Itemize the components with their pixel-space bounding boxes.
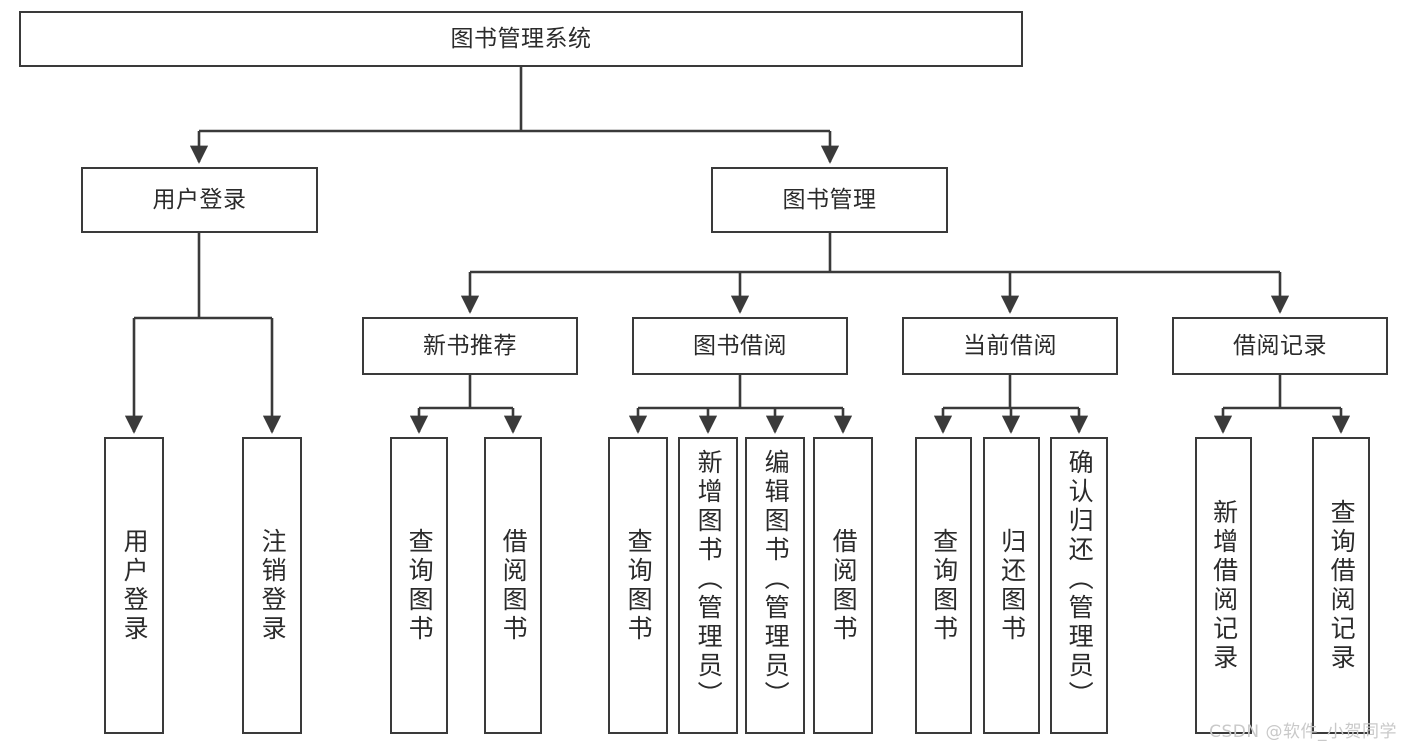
leaf-query-book-3[interactable]: 查询图书 (915, 437, 972, 734)
node-user-login[interactable]: 用户登录 (81, 167, 318, 233)
node-current-borrow[interactable]: 当前借阅 (902, 317, 1118, 375)
leaf-user-login[interactable]: 用户登录 (104, 437, 164, 734)
leaf-borrow-book-1[interactable]: 借阅图书 (484, 437, 542, 734)
leaf-add-book[interactable]: 新增图书（管理员） (678, 437, 738, 734)
node-borrow-record[interactable]: 借阅记录 (1172, 317, 1388, 375)
leaf-add-record[interactable]: 新增借阅记录 (1195, 437, 1252, 734)
node-book-borrow-label: 图书借阅 (693, 332, 787, 359)
leaf-logout-login[interactable]: 注销登录 (242, 437, 302, 734)
node-root-label: 图书管理系统 (450, 25, 592, 52)
leaf-borrow-book-2[interactable]: 借阅图书 (813, 437, 873, 734)
node-user-login-label: 用户登录 (152, 186, 247, 213)
leaf-return-book-label: 归还图书 (997, 527, 1027, 644)
leaf-add-record-label: 新增借阅记录 (1209, 498, 1239, 673)
leaf-borrow-book-2-label: 借阅图书 (829, 527, 859, 644)
leaf-user-login-label: 用户登录 (120, 527, 150, 644)
leaf-confirm-return[interactable]: 确认归还（管理员） (1050, 437, 1108, 734)
leaf-add-book-label: 新增图书（管理员） (694, 449, 724, 710)
node-book-borrow[interactable]: 图书借阅 (632, 317, 848, 375)
node-new-book-recommend-label: 新书推荐 (423, 332, 517, 359)
leaf-query-book-1-label: 查询图书 (405, 527, 435, 644)
node-book-manage[interactable]: 图书管理 (711, 167, 948, 233)
leaf-edit-book-label: 编辑图书（管理员） (761, 449, 791, 710)
leaf-query-book-2-label: 查询图书 (624, 527, 654, 644)
leaf-query-record-label: 查询借阅记录 (1327, 498, 1357, 673)
leaf-edit-book[interactable]: 编辑图书（管理员） (745, 437, 805, 734)
leaf-return-book[interactable]: 归还图书 (983, 437, 1040, 734)
node-root-title[interactable]: 图书管理系统 (19, 11, 1023, 67)
node-book-manage-label: 图书管理 (782, 186, 877, 213)
leaf-borrow-book-1-label: 借阅图书 (499, 527, 529, 644)
leaf-query-record[interactable]: 查询借阅记录 (1312, 437, 1370, 734)
leaf-query-book-1[interactable]: 查询图书 (390, 437, 448, 734)
node-new-book-recommend[interactable]: 新书推荐 (362, 317, 578, 375)
leaf-confirm-return-label: 确认归还（管理员） (1065, 449, 1095, 710)
node-borrow-record-label: 借阅记录 (1233, 332, 1327, 359)
node-current-borrow-label: 当前借阅 (963, 332, 1057, 359)
leaf-query-book-2[interactable]: 查询图书 (608, 437, 668, 734)
leaf-query-book-3-label: 查询图书 (929, 527, 959, 644)
leaf-logout-login-label: 注销登录 (258, 527, 288, 644)
